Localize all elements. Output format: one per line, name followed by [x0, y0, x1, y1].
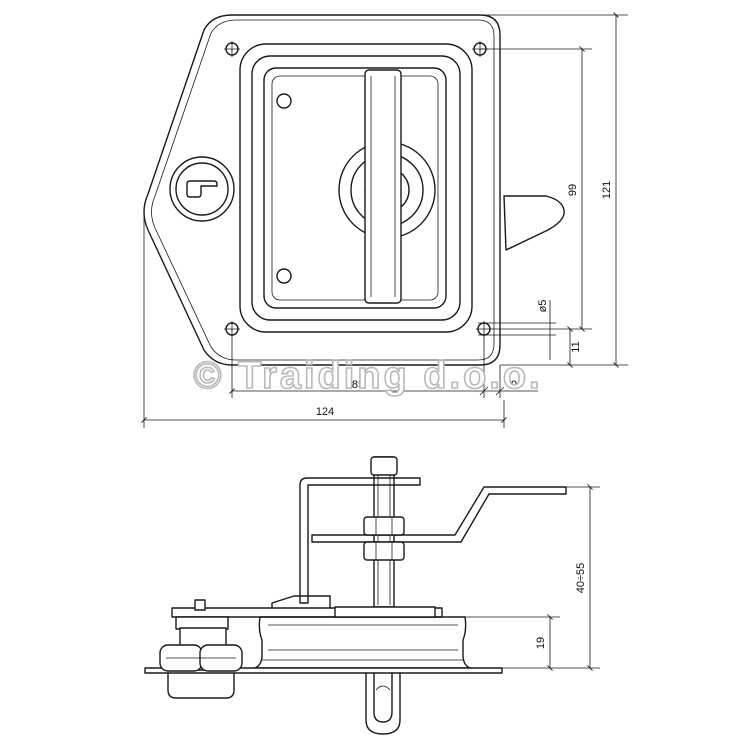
side-view-dimensions: 40÷55 19 — [463, 484, 600, 671]
paddle-handle-side-inner — [373, 672, 393, 723]
mounting-flange — [144, 667, 503, 674]
rod-end-cap — [370, 456, 398, 476]
dome-top — [334, 606, 436, 618]
front-view-dimensions: 121 99 11 ø5 85 9 124 — [141, 12, 628, 428]
paddle-handle — [364, 69, 402, 304]
latch-tongue — [503, 195, 565, 251]
mounting-plate-edge — [151, 19, 495, 361]
recess-pocket-outer — [263, 67, 447, 309]
dimension-base-height: 19 — [535, 637, 547, 649]
nut-upper — [363, 516, 405, 536]
recess-tray-outer — [239, 43, 473, 333]
nut-lower — [363, 541, 405, 561]
latch-arm — [311, 486, 567, 543]
dimension-adjustable-depth: 40÷55 — [575, 563, 587, 594]
dimension-hole-diameter: ø5 — [537, 300, 549, 313]
hole-crosshair — [476, 321, 492, 337]
front-view — [143, 14, 565, 366]
lock-stem — [194, 599, 206, 611]
paddle-handle-side — [365, 672, 401, 735]
lock-cylinder-outer — [169, 156, 235, 222]
side-view — [144, 456, 567, 735]
recess-tray-inner — [251, 55, 461, 321]
hole-crosshair — [224, 41, 240, 57]
hole-crosshair — [224, 321, 240, 337]
dimension-total-width: 124 — [316, 406, 334, 418]
dimension-hole-offset-bottom: 11 — [570, 341, 582, 352]
recess-pocket-inner — [271, 75, 439, 301]
dimension-hole-offset-side: 9 — [511, 379, 517, 391]
lock-face — [167, 672, 235, 699]
rivet-bottom — [276, 268, 292, 284]
watermark: © Traiding d.o.o. — [193, 355, 542, 397]
rivet-top — [276, 93, 292, 109]
dimension-hole-spacing: 85 — [352, 379, 364, 391]
dimension-total-height: 121 — [601, 181, 613, 199]
lock-body-washer — [175, 616, 229, 630]
keyhole-icon — [186, 180, 218, 198]
dimension-handle-height: 99 — [567, 184, 579, 196]
lock-cylinder-inner — [175, 162, 229, 216]
mounting-plate — [143, 14, 501, 366]
upper-bracket — [299, 477, 421, 604]
